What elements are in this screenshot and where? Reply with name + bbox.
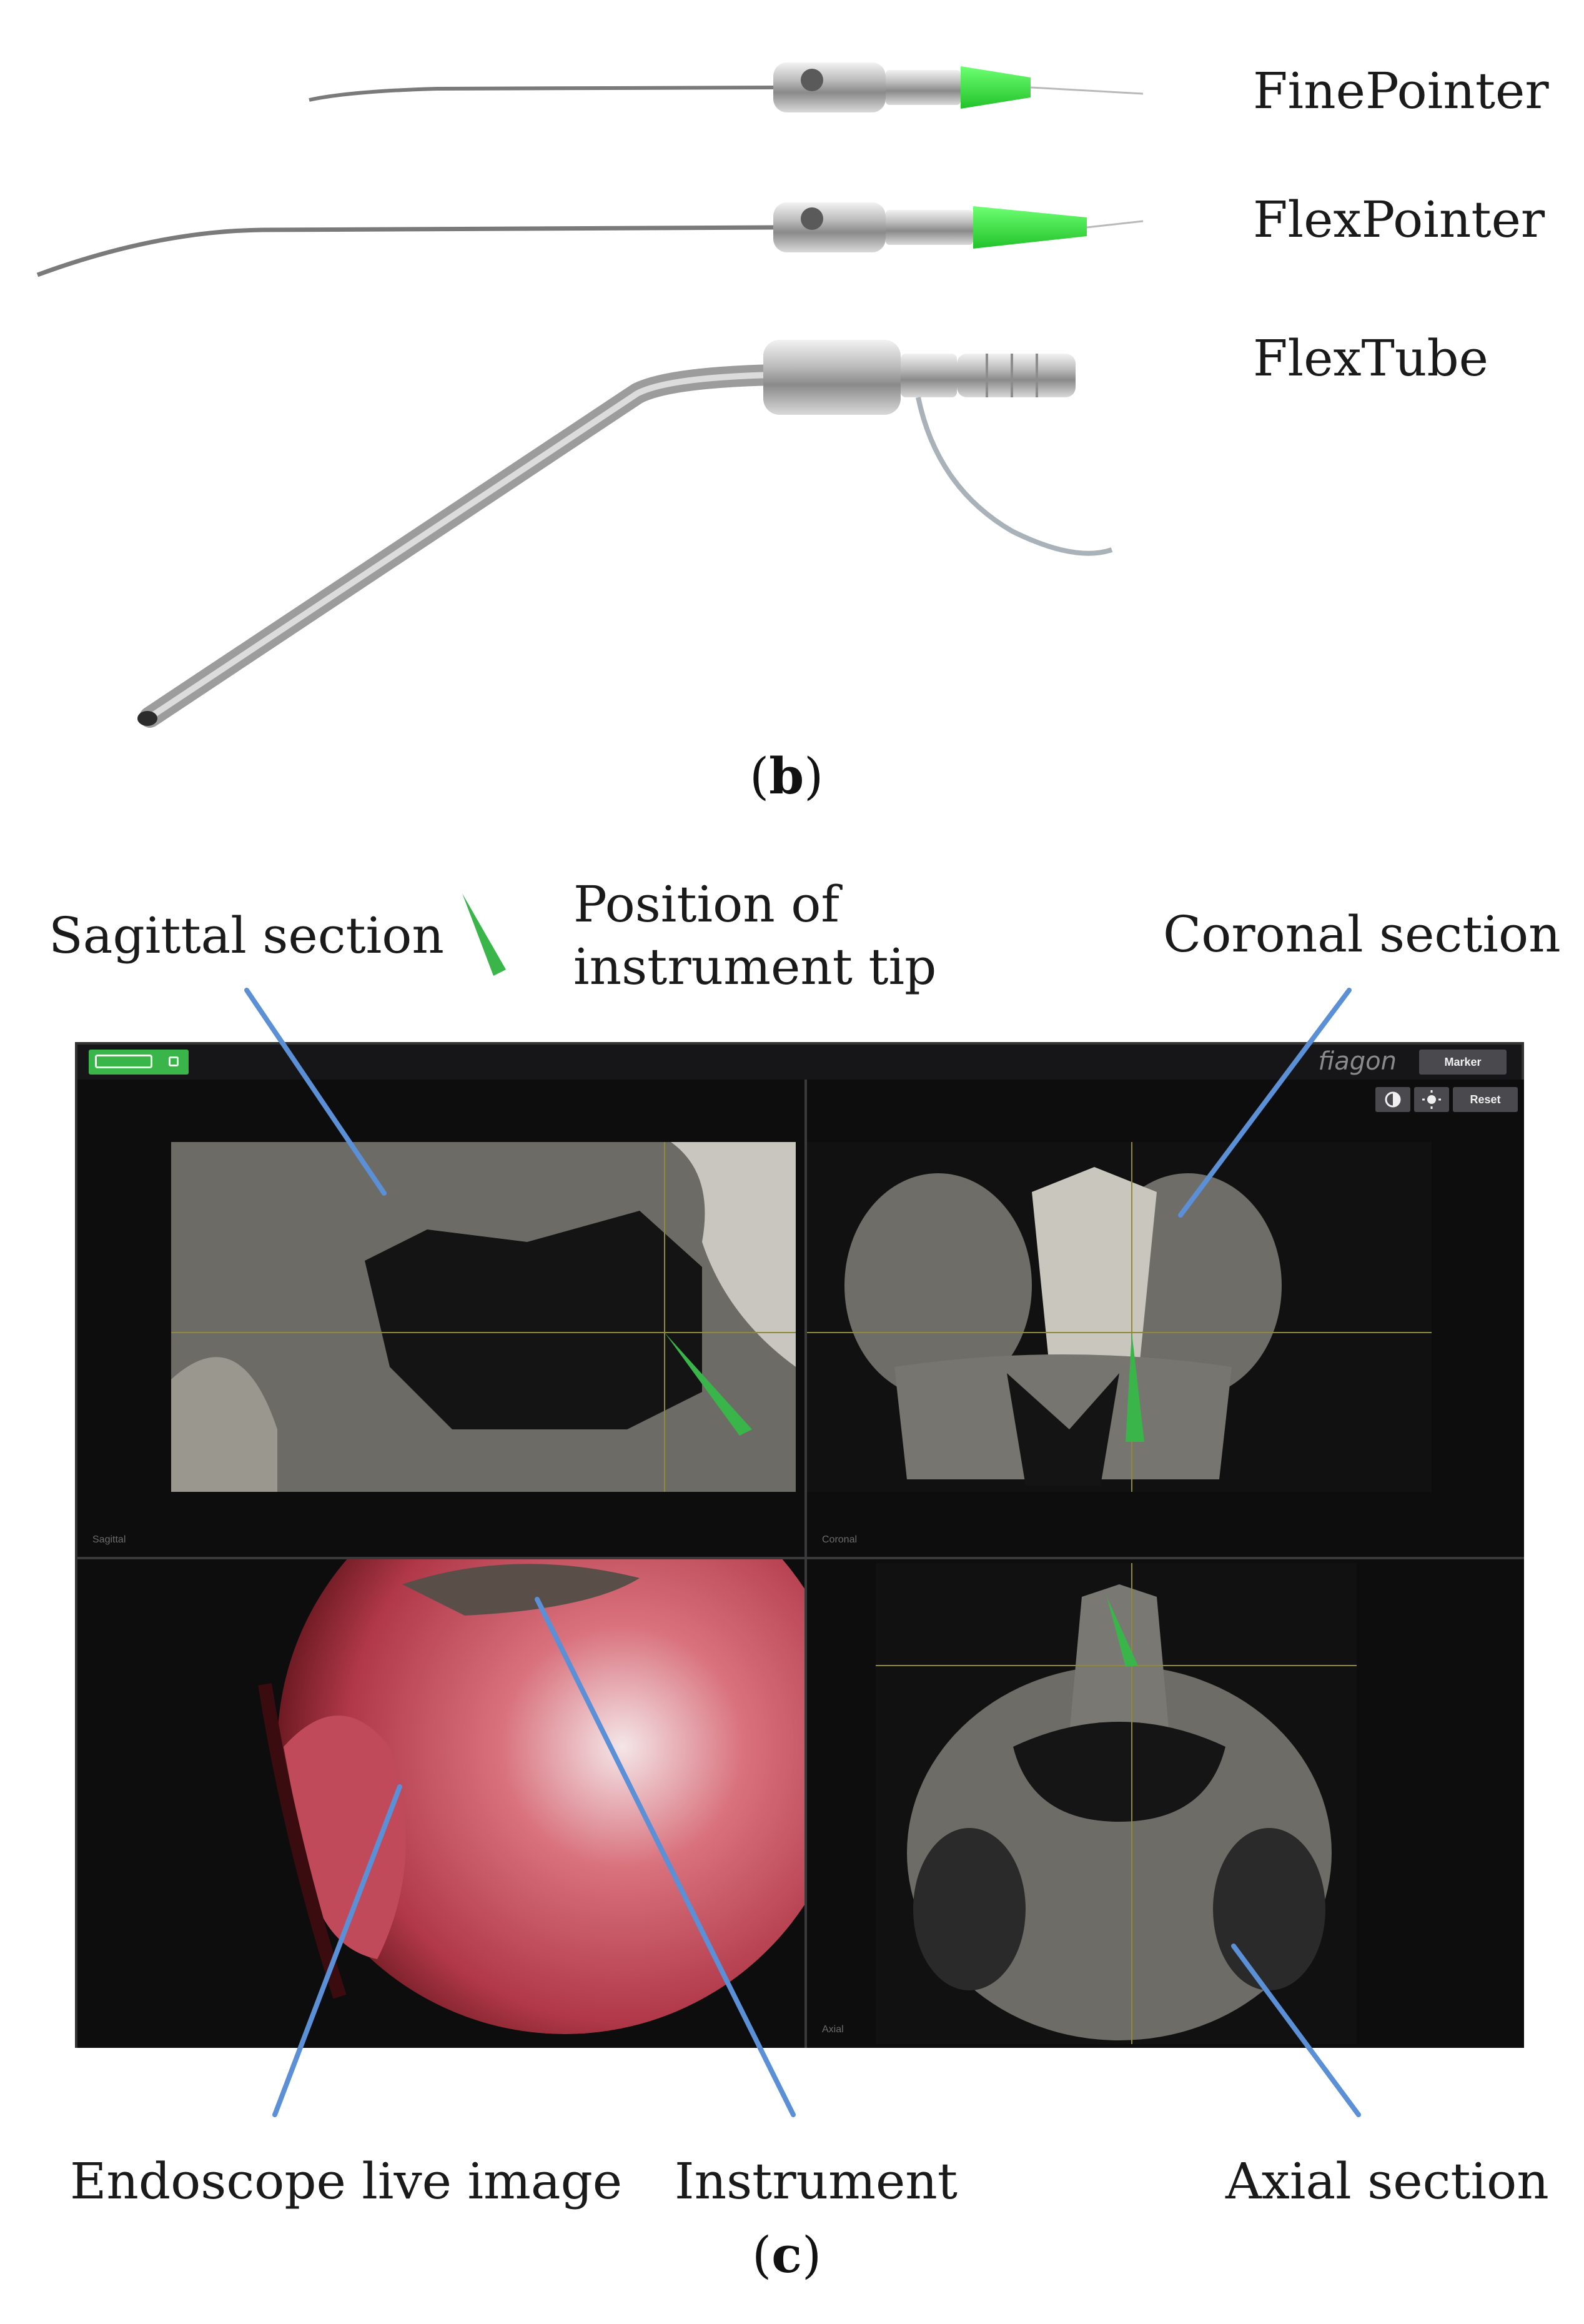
finepointer-label: FinePointer [1253, 62, 1549, 120]
screen-toolbar: fiagon Marker [77, 1045, 1522, 1081]
coronal-section-annotation: Coronal section [1163, 905, 1561, 963]
pointer-icon [95, 1055, 152, 1068]
coronal-view-label: Coronal [822, 1534, 858, 1545]
coronal-view: Reset Coronal [807, 1080, 1524, 1557]
axial-ct-image [876, 1563, 1357, 2044]
axial-view: Axial [807, 1559, 1524, 2048]
coronal-ct-image [807, 1142, 1432, 1492]
coronal-pointer-line [1178, 988, 1352, 1218]
marker-button[interactable]: Marker [1419, 1050, 1507, 1075]
endoscope-pointer-line [272, 1784, 402, 2117]
instrument-photos [36, 62, 1144, 728]
endoscope-annotation: Endoscope live image [70, 2152, 623, 2210]
caption-b: (b) [750, 747, 824, 805]
instrument-pointer-line [535, 1597, 796, 2117]
tip-annotation-line2: instrument tip [573, 938, 937, 996]
sagittal-ct-image [171, 1142, 796, 1492]
brightness-icon [1422, 1090, 1441, 1109]
grid-icon [169, 1056, 179, 1066]
reset-button[interactable]: Reset [1453, 1087, 1518, 1112]
caption-c: (c) [752, 2225, 822, 2284]
instrument-tab[interactable] [89, 1050, 189, 1075]
axial-section-annotation: Axial section [1225, 2152, 1549, 2210]
instrument-annotation: Instrument [675, 2152, 958, 2210]
contrast-button[interactable] [1375, 1087, 1410, 1112]
flexpointer-instrument [36, 202, 1144, 277]
sagittal-pointer-line [244, 988, 387, 1196]
sagittal-view-label: Sagittal [92, 1534, 126, 1545]
axial-view-label: Axial [822, 2024, 844, 2035]
finepointer-instrument [309, 62, 1144, 112]
navigation-screen: fiagon Marker Sagittal [75, 1042, 1524, 2048]
brand-logo: fiagon [1318, 1047, 1397, 1076]
endoscope-live-image [77, 1559, 804, 2048]
flextube-instrument [137, 340, 1113, 728]
flextube-label: FlexTube [1253, 329, 1488, 387]
sagittal-view: Sagittal [77, 1080, 804, 1557]
view-divider-horizontal [77, 1557, 1522, 1559]
tip-annotation-line1: Position of [573, 875, 840, 933]
endoscope-view [77, 1559, 804, 2048]
contrast-icon [1385, 1091, 1401, 1108]
sagittal-section-annotation: Sagittal section [49, 906, 444, 965]
view-divider-vertical [804, 1080, 807, 2048]
brightness-button[interactable] [1414, 1087, 1449, 1112]
axial-pointer-line [1231, 1944, 1361, 2117]
instrument-tip-legend-icon [462, 893, 506, 976]
flexpointer-label: FlexPointer [1253, 191, 1545, 249]
